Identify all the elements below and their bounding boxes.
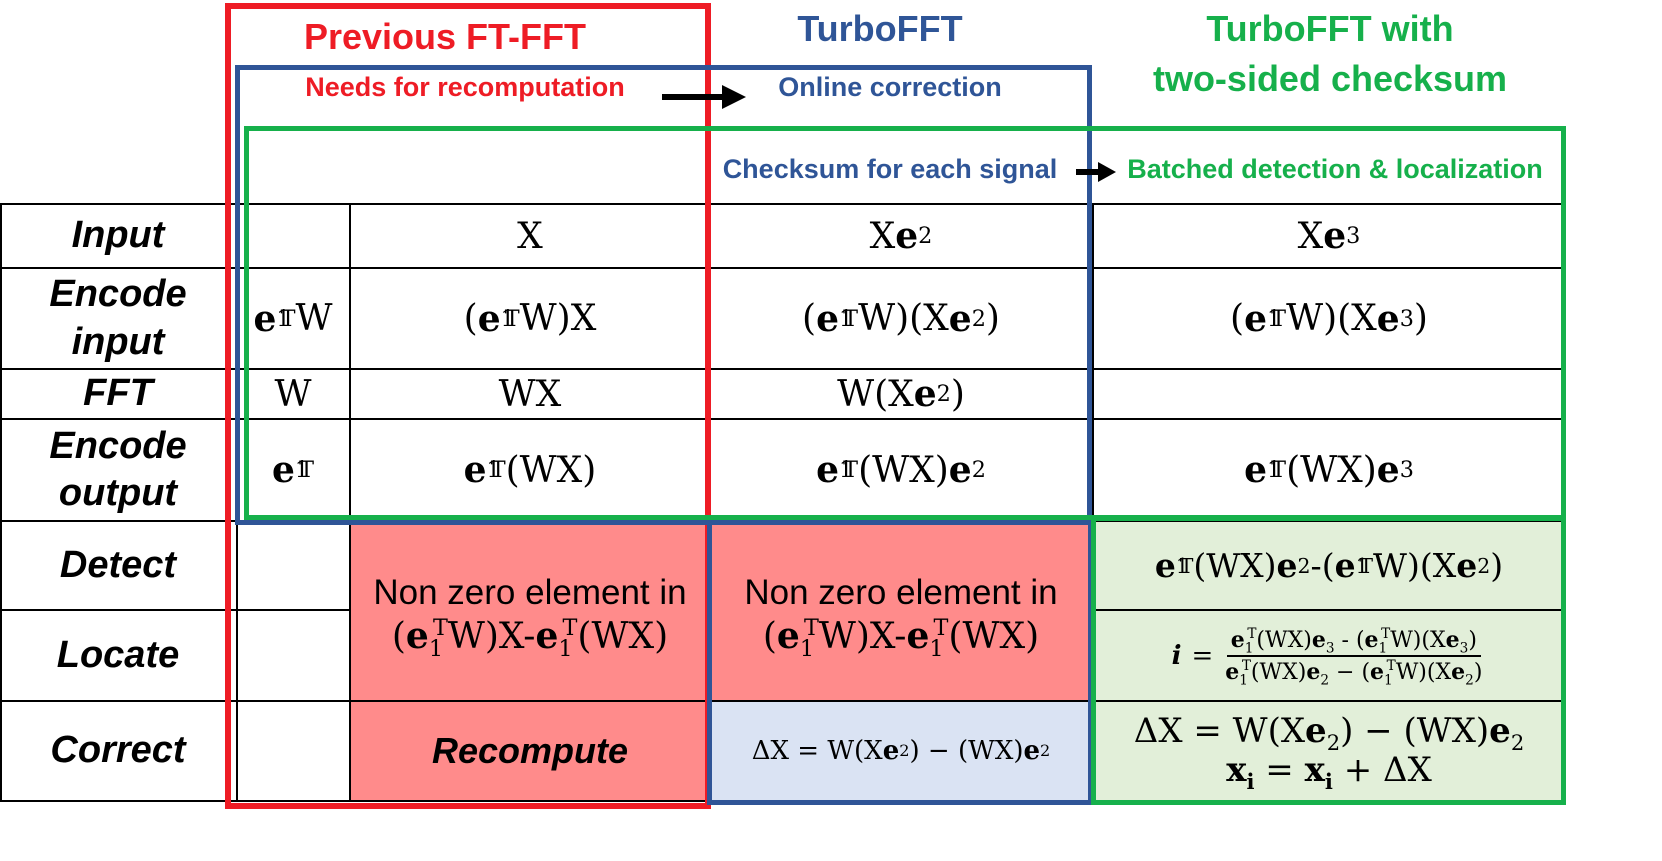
two-sided-fill <box>1094 520 1564 802</box>
cell-fft-previous: WX <box>498 373 562 415</box>
header-previous-ft-fft: Previous FT-FFT <box>303 16 587 57</box>
non-zero-label: Non zero element in <box>373 573 687 612</box>
cell-fft-weight: W <box>274 373 312 415</box>
grid-line <box>1564 203 1566 802</box>
row-label-input: Input <box>71 214 165 257</box>
cell-detect-locate-turbofft: Non zero element in (e1TW)X-e1T(WX) <box>710 545 1092 685</box>
non-zero-expression: (e1TW)X-e1T(WX) <box>391 615 669 663</box>
grid-line <box>0 609 350 611</box>
row-label-detect: Detect <box>59 543 177 586</box>
cell-detect-locate-previous: Non zero element in (e1TW)X-e1T(WX) <box>350 545 710 685</box>
cell-correct-previous: Recompute <box>350 702 710 800</box>
correct-formula-update: xi = xi + ΔX <box>1226 750 1432 794</box>
arrow-right-icon <box>662 85 746 109</box>
grid-line <box>1092 203 1094 802</box>
grid-line <box>0 368 1566 370</box>
detect-locate-fill-turbofft <box>710 522 1090 702</box>
cell-correct-two-sided: ΔX = W(Xe2) − (WX)e2 xi = xi + ΔX <box>1094 702 1564 800</box>
grid-line <box>0 800 1566 802</box>
non-zero-label: Non zero element in <box>744 573 1058 612</box>
subheader-batched-detection: Batched detection & localization <box>1127 154 1543 184</box>
grid-line <box>1092 609 1566 611</box>
subheader-online-correction: Online correction <box>778 72 1002 102</box>
grid-line <box>0 267 1566 269</box>
header-turbofft-two-sided-line1: TurboFFT with <box>1206 8 1454 49</box>
header-turbofft: TurboFFT <box>797 8 963 49</box>
cell-input-previous: X <box>517 215 543 257</box>
correct-formula-delta: ΔX = W(Xe2) − (WX)e2 <box>1133 710 1525 755</box>
cell-locate-two-sided: i = e1T(WX)e3 - (e1TW)(Xe3) e1T(WX)e2 − … <box>1171 626 1483 688</box>
recompute-label: Recompute <box>431 730 629 771</box>
row-label-locate: Locate <box>56 633 180 676</box>
grid-line <box>349 203 351 802</box>
grid-line <box>0 203 1566 205</box>
recompute-fill-previous <box>350 522 710 802</box>
grid-line <box>0 418 1566 420</box>
row-label-correct: Correct <box>50 729 186 772</box>
grid-line <box>0 203 2 802</box>
non-zero-expression: (e1TW)X-e1T(WX) <box>762 615 1040 663</box>
row-label-fft: FFT <box>83 372 153 415</box>
grid-line <box>0 700 1566 702</box>
subheader-checksum-each-signal: Checksum for each signal <box>722 154 1058 184</box>
subheader-needs-recomputation: Needs for recomputation <box>305 72 625 102</box>
arrow-right-icon <box>1076 162 1116 182</box>
header-turbofft-two-sided-line2: two-sided checksum <box>1152 58 1508 99</box>
correct-fill-turbofft <box>710 702 1090 802</box>
